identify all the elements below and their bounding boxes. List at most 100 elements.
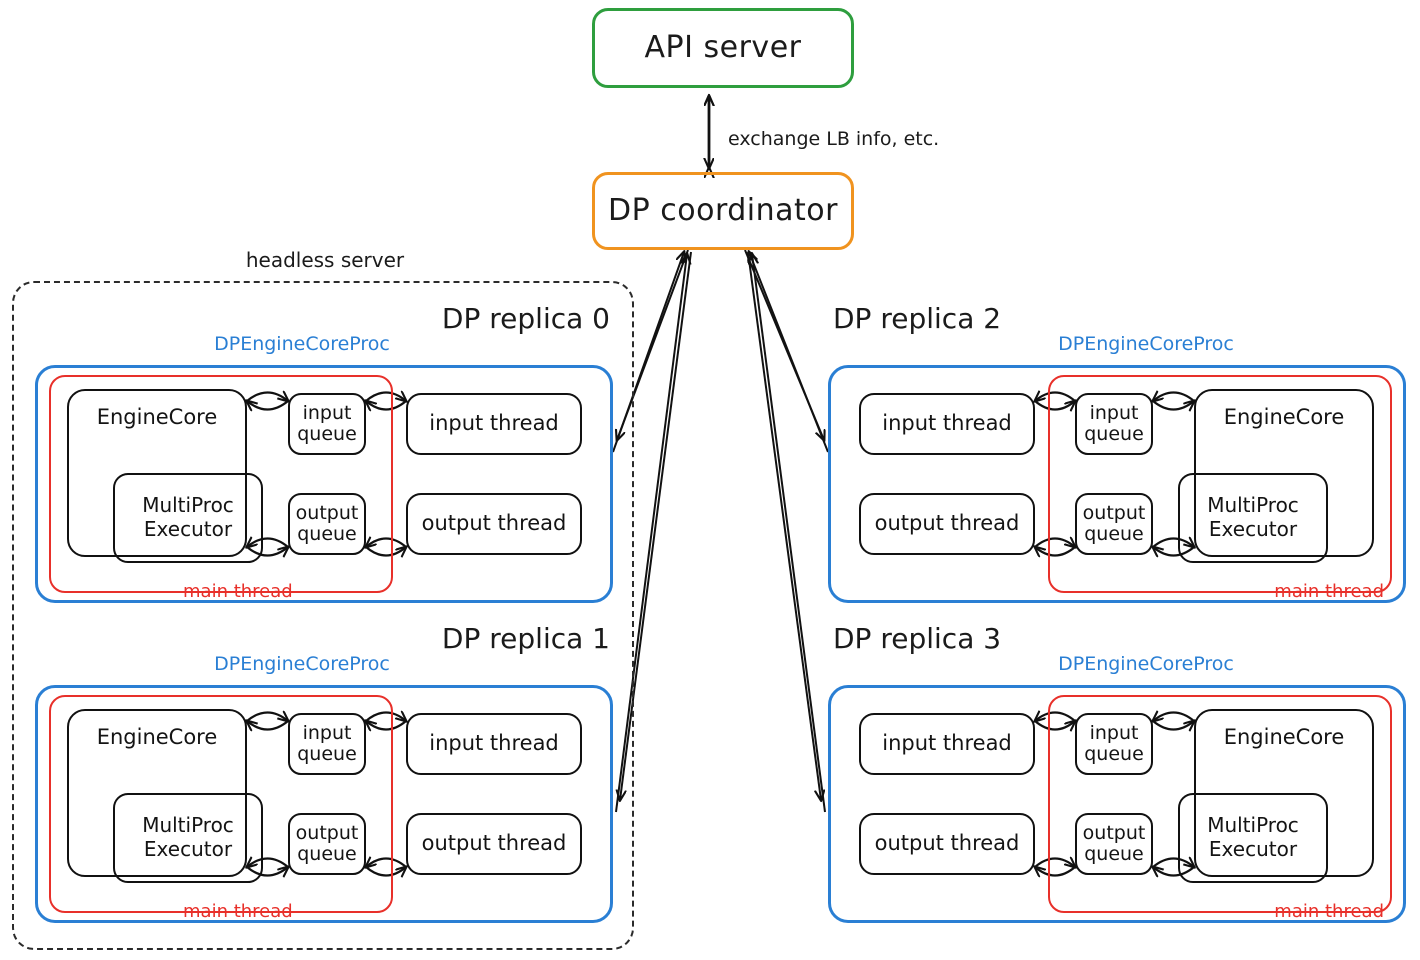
input-queue-label-1: input queue: [297, 721, 357, 765]
arrow-coordinator-replica-2: [744, 249, 829, 453]
dpenginecoreproc-box-1: [35, 685, 613, 923]
main-thread-box-0: [49, 375, 393, 593]
proc-title-2: DPEngineCoreProc: [1058, 333, 1234, 355]
arrow: [246, 713, 288, 722]
engine-core-label-1: EngineCore: [96, 725, 218, 749]
arrow-coordinator-replica-1: [615, 251, 692, 813]
output-queue-box-3[interactable]: output queue: [1075, 813, 1153, 875]
replica-title-2: DP replica 2: [833, 302, 1002, 335]
input-thread-box-2[interactable]: input thread: [859, 393, 1035, 455]
multiproc-executor-box-3[interactable]: MultiProc Executor: [1178, 793, 1328, 883]
internal-arrows: [247, 393, 1194, 876]
arrow-coordinator-replica-0: [612, 249, 689, 453]
api-server-box[interactable]: API server: [592, 8, 854, 88]
output-thread-label-3: output thread: [874, 831, 1020, 856]
output-thread-box-3[interactable]: output thread: [859, 813, 1035, 875]
dp-coordinator-box[interactable]: DP coordinator: [592, 172, 854, 250]
input-queue-label-2: input queue: [1084, 401, 1144, 445]
arrow: [247, 539, 289, 548]
multiproc-executor-box-2[interactable]: MultiProc Executor: [1178, 473, 1328, 563]
arrow: [1152, 859, 1194, 868]
output-queue-box-1[interactable]: output queue: [288, 813, 366, 875]
output-queue-label-2: output queue: [1082, 501, 1146, 545]
arrow: [366, 539, 407, 548]
input-queue-label-3: input queue: [1084, 721, 1144, 765]
input-queue-box-3[interactable]: input queue: [1075, 713, 1153, 775]
input-thread-label-1: input thread: [429, 731, 559, 756]
arrow: [1035, 393, 1076, 402]
output-thread-label-2: output thread: [874, 511, 1020, 536]
arrow: [1035, 547, 1076, 556]
input-thread-label-2: input thread: [882, 411, 1012, 436]
dpenginecoreproc-box-2: [828, 365, 1406, 603]
input-queue-box-1[interactable]: input queue: [288, 713, 366, 775]
output-queue-label-1: output queue: [295, 821, 359, 865]
arrow: [1153, 393, 1195, 402]
arrow: [247, 721, 289, 730]
proc-title-3: DPEngineCoreProc: [1058, 653, 1234, 675]
input-queue-box-0[interactable]: input queue: [288, 393, 366, 455]
arrow: [1034, 539, 1075, 548]
arrow: [246, 393, 288, 402]
arrow: [1152, 539, 1194, 548]
output-thread-box-1[interactable]: output thread: [406, 813, 582, 875]
output-thread-box-2[interactable]: output thread: [859, 493, 1035, 555]
main-thread-label-0: main thread: [183, 581, 293, 602]
multiproc-executor-box-1[interactable]: MultiProc Executor: [113, 793, 263, 883]
arrow: [365, 547, 406, 556]
replica-title-3: DP replica 3: [833, 622, 1002, 655]
input-thread-box-1[interactable]: input thread: [406, 713, 582, 775]
arrow: [247, 401, 289, 410]
arrow: [1152, 401, 1194, 410]
dpenginecoreproc-box-3: [828, 685, 1406, 923]
arrow: [1153, 713, 1195, 722]
arrow: [1152, 721, 1194, 730]
main-thread-box-2: [1048, 375, 1392, 593]
input-thread-label-0: input thread: [429, 411, 559, 436]
input-queue-label-0: input queue: [297, 401, 357, 445]
input-queue-box-2[interactable]: input queue: [1075, 393, 1153, 455]
main-thread-label-3: main thread: [1274, 901, 1384, 922]
engine-core-box-2[interactable]: EngineCore: [1194, 389, 1374, 557]
main-thread-label-1: main thread: [183, 901, 293, 922]
output-queue-box-2[interactable]: output queue: [1075, 493, 1153, 555]
arrow-coordinator-replica-3: [747, 251, 826, 813]
engine-core-label-3: EngineCore: [1223, 725, 1345, 749]
output-thread-label-0: output thread: [421, 511, 567, 536]
engine-core-label-0: EngineCore: [96, 405, 218, 429]
exchange-lb-info-label: exchange LB info, etc.: [728, 128, 940, 150]
dp-coordinator-label: DP coordinator: [608, 193, 838, 229]
arrow: [1034, 401, 1075, 410]
arrow: [365, 393, 406, 402]
headless-server-label: headless server: [245, 248, 405, 272]
output-queue-box-0[interactable]: output queue: [288, 493, 366, 555]
input-thread-label-3: input thread: [882, 731, 1012, 756]
output-queue-label-3: output queue: [1082, 821, 1146, 865]
multiproc-executor-box-0[interactable]: MultiProc Executor: [113, 473, 263, 563]
main-thread-label-2: main thread: [1274, 581, 1384, 602]
dpenginecoreproc-box-0: [35, 365, 613, 603]
arrow: [1034, 721, 1075, 730]
input-thread-box-3[interactable]: input thread: [859, 713, 1035, 775]
arrow: [366, 401, 407, 410]
arrow: [1034, 859, 1075, 868]
headless-server-boundary: [12, 281, 634, 950]
output-thread-box-0[interactable]: output thread: [406, 493, 582, 555]
arrow: [366, 721, 407, 730]
arrow: [247, 859, 289, 868]
arrow: [1035, 867, 1076, 876]
input-thread-box-0[interactable]: input thread: [406, 393, 582, 455]
output-thread-label-1: output thread: [421, 831, 567, 856]
arrow: [365, 713, 406, 722]
arrow: [1035, 713, 1076, 722]
engine-core-label-2: EngineCore: [1223, 405, 1345, 429]
main-thread-box-3: [1048, 695, 1392, 913]
replica-title-0: DP replica 0: [441, 302, 610, 335]
proc-title-0: DPEngineCoreProc: [214, 333, 390, 355]
arrow: [366, 859, 407, 868]
output-queue-label-0: output queue: [295, 501, 359, 545]
main-thread-box-1: [49, 695, 393, 913]
replica-title-1: DP replica 1: [441, 622, 610, 655]
